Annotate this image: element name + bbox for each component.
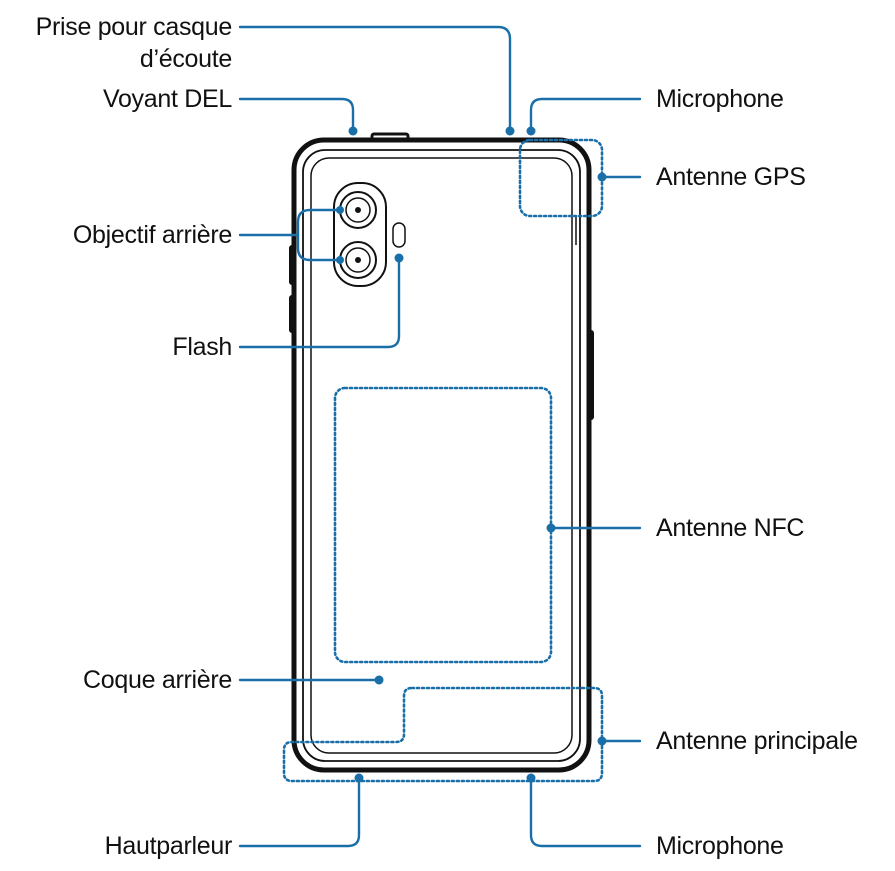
dot-speaker — [354, 773, 364, 783]
callout-headphone-jack — [238, 25, 512, 130]
dot-back-cover — [374, 675, 384, 685]
label-headphone-jack-line2: d’écoute — [139, 45, 232, 73]
callout-led — [238, 97, 355, 130]
nfc-antenna-zone — [333, 386, 553, 664]
label-headphone-jack-line1: Prise pour casque — [35, 13, 233, 41]
label-led-indicator: Voyant DEL — [102, 85, 232, 113]
rear-lens-bottom-dot — [355, 257, 361, 263]
dot-flash — [394, 253, 404, 263]
label-flash: Flash — [172, 333, 232, 361]
callout-dots — [336, 126, 607, 783]
label-microphone-top: Microphone — [656, 85, 784, 113]
callout-microphone-bottom — [529, 779, 642, 848]
phone-inner-edge — [302, 149, 581, 762]
dot-gps — [597, 172, 607, 182]
dot-main-antenna — [597, 736, 607, 746]
callout-speaker — [238, 779, 361, 848]
phone-outer-shell — [291, 137, 592, 773]
rear-lens-top-dot — [355, 207, 361, 213]
label-main-antenna: Antenne principale — [656, 727, 858, 755]
callout-flash — [238, 258, 401, 349]
label-gps-antenna: Antenne GPS — [656, 163, 806, 191]
dot-microphone-top — [526, 126, 536, 136]
label-back-cover: Coque arrière — [83, 666, 232, 694]
callout-microphone-top — [529, 97, 642, 130]
label-rear-camera: Objectif arrière — [72, 221, 232, 249]
label-microphone-bottom: Microphone — [656, 832, 784, 860]
dot-microphone-bottom — [526, 773, 536, 783]
dot-rear-camera-bottom — [336, 256, 344, 264]
flash-window — [392, 222, 406, 248]
phone-back-panel — [310, 157, 573, 754]
dot-led — [348, 126, 358, 136]
dot-headphone-jack — [505, 126, 515, 136]
label-nfc-antenna: Antenne NFC — [656, 514, 805, 542]
callout-lines — [238, 25, 642, 848]
main-antenna-zone — [282, 686, 604, 783]
label-speaker: Hautparleur — [104, 832, 233, 860]
dot-rear-camera-top — [336, 206, 344, 214]
dot-nfc — [546, 523, 556, 533]
callout-rear-camera — [238, 208, 342, 262]
